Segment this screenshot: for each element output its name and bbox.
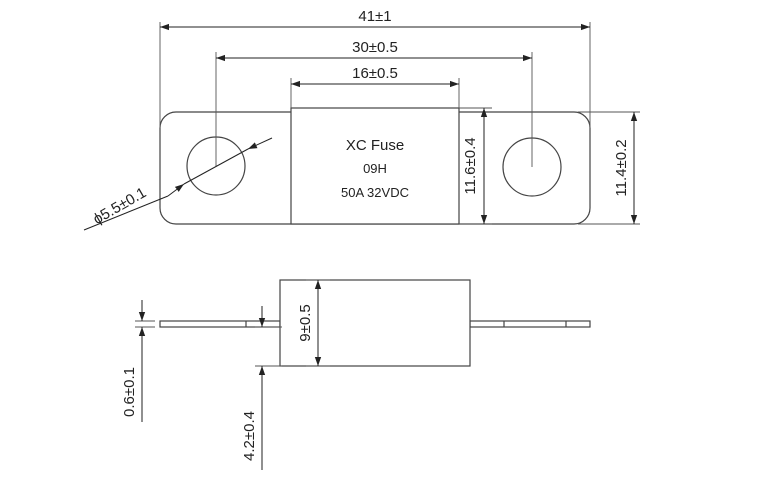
fuse-model-label: 09H xyxy=(363,161,387,176)
dim-overall-length: 41±1 xyxy=(358,8,391,25)
dim-body-width: 11.6±0.4 xyxy=(462,137,479,194)
dim-hole-diameter: ϕ5.5±0.1 xyxy=(90,184,149,228)
dimension-lines-side xyxy=(138,280,322,470)
dimension-lines-top xyxy=(83,23,638,231)
dim-body-height: 9±0.5 xyxy=(297,304,314,341)
fuse-brand-label: XC Fuse xyxy=(346,137,404,154)
dim-terminal-width: 11.4±0.2 xyxy=(613,139,630,196)
side-view xyxy=(159,279,591,367)
fuse-body-top xyxy=(290,107,460,225)
dim-hole-spacing: 30±0.5 xyxy=(352,39,398,56)
top-view: XC Fuse 09H 50A 32VDC xyxy=(159,107,591,225)
dim-terminal-offset: 4.2±0.4 xyxy=(241,411,258,461)
dim-body-length: 16±0.5 xyxy=(352,65,398,82)
terminal-tab-right xyxy=(469,320,591,328)
dim-terminal-thickness: 0.6±0.1 xyxy=(121,367,138,417)
fuse-rating-label: 50A 32VDC xyxy=(341,185,409,200)
fuse-body-side xyxy=(279,279,471,367)
